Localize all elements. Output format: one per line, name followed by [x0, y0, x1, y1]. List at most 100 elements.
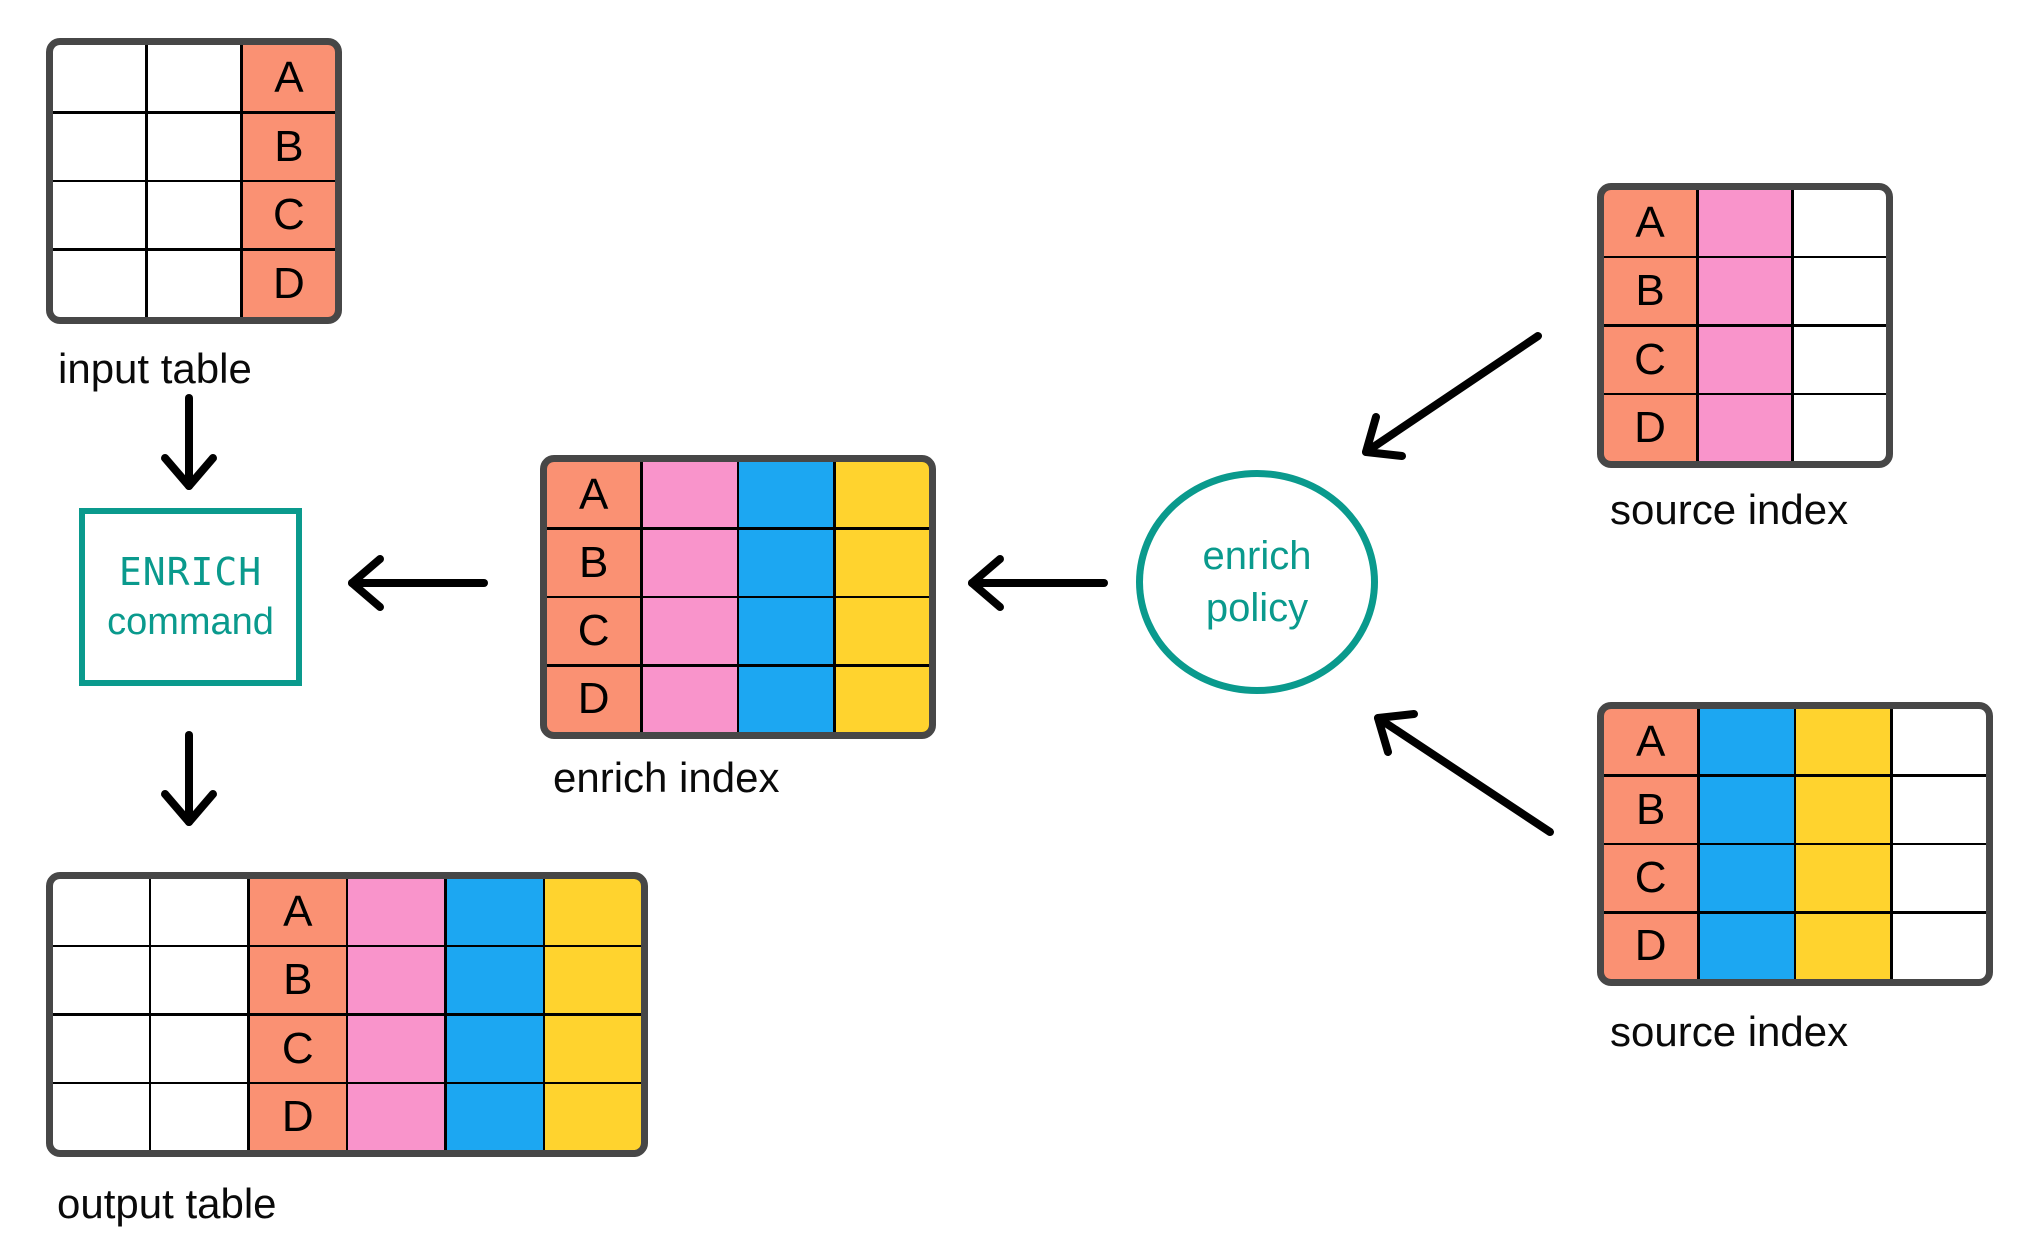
input-table-label: input table [58, 345, 252, 392]
table-cell [147, 45, 241, 111]
table-cell [147, 182, 241, 249]
row-key-cell: B [1604, 258, 1697, 325]
arrow-enrich-command-to-output-table [161, 731, 217, 826]
table-cell [147, 251, 241, 317]
table-cell [835, 530, 929, 596]
row-key-cell: C [1604, 326, 1697, 393]
row-key-cell: B [249, 947, 346, 1014]
table-cell [53, 182, 146, 249]
row-key-cell: C [242, 182, 335, 249]
table-cell [1796, 709, 1890, 775]
table-cell [348, 879, 445, 945]
row-key-cell: C [1604, 845, 1698, 911]
arrow-enrich-index-to-enrich-command [348, 555, 488, 611]
table-cell [1796, 777, 1890, 843]
table-cell [446, 879, 543, 945]
enrich-command-node: ENRICH command [79, 508, 302, 686]
enrich-policy-node: enrich policy [1136, 470, 1378, 694]
table-cell [1892, 845, 1986, 911]
enrich-command-keyword: ENRICH [118, 550, 263, 594]
table-cell [835, 598, 929, 664]
table-cell [643, 666, 737, 732]
table-cell [151, 879, 248, 945]
table-cell [53, 251, 146, 317]
table-cell [643, 530, 737, 596]
table-cell [53, 1015, 149, 1082]
row-key-cell: B [547, 530, 641, 596]
table-cell [739, 462, 833, 528]
table-cell [53, 113, 146, 180]
table-cell [348, 947, 445, 1014]
table-cell [545, 947, 641, 1014]
table-cell [151, 947, 248, 1014]
table-cell [1700, 777, 1794, 843]
source-index-top-label: source index [1610, 486, 1849, 533]
table-cell [53, 879, 149, 945]
table-cell [53, 1084, 149, 1150]
table-cell [53, 947, 149, 1014]
table-cell [739, 530, 833, 596]
arrow-source-index-bottom-to-enrich-policy [1374, 710, 1554, 836]
table-cell [1698, 326, 1792, 393]
arrow-source-index-top-to-enrich-policy [1362, 332, 1542, 460]
table-cell [1793, 395, 1886, 461]
table-cell [1892, 913, 1986, 979]
row-key-cell: A [1604, 709, 1698, 775]
table-cell [1793, 326, 1886, 393]
table-cell [53, 45, 146, 111]
table-cell [147, 113, 241, 180]
table-cell [545, 1015, 641, 1082]
row-key-cell: B [242, 113, 335, 180]
table-cell [1698, 190, 1792, 256]
table-cell [348, 1015, 445, 1082]
row-key-cell: D [249, 1084, 346, 1150]
row-key-cell: D [242, 251, 335, 317]
row-key-cell: C [249, 1015, 346, 1082]
table-cell [1700, 913, 1794, 979]
table-cell [1698, 258, 1792, 325]
enrich-index-label: enrich index [553, 754, 780, 801]
row-key-cell: B [1604, 777, 1698, 843]
table-cell [835, 462, 929, 528]
row-key-cell: D [1604, 913, 1698, 979]
source-index-bottom-label: source index [1610, 1008, 1849, 1055]
table-cell [446, 947, 543, 1014]
table-cell [643, 462, 737, 528]
table-cell [151, 1084, 248, 1150]
row-key-cell: D [1604, 395, 1697, 461]
table-cell [1793, 258, 1886, 325]
table-cell [348, 1084, 445, 1150]
enrich-policy-word2: policy [1205, 586, 1309, 630]
row-key-cell: D [547, 666, 641, 732]
table-cell [446, 1015, 543, 1082]
table-cell [545, 879, 641, 945]
table-cell [1793, 190, 1886, 256]
row-key-cell: A [242, 45, 335, 111]
table-cell [643, 598, 737, 664]
output-table-label: output table [57, 1180, 277, 1227]
row-key-cell: A [1604, 190, 1697, 256]
table-cell [1796, 913, 1890, 979]
row-key-cell: C [547, 598, 641, 664]
arrow-input-table-to-enrich-command [161, 394, 217, 490]
table-cell [1698, 395, 1792, 461]
row-key-cell: A [547, 462, 641, 528]
table-cell [1892, 709, 1986, 775]
table-cell [1700, 845, 1794, 911]
table-cell [151, 1015, 248, 1082]
table-cell [545, 1084, 641, 1150]
table-cell [1892, 777, 1986, 843]
table-cell [739, 598, 833, 664]
enrich-command-word: command [107, 601, 274, 643]
table-cell [446, 1084, 543, 1150]
table-cell [739, 666, 833, 732]
table-cell [1700, 709, 1794, 775]
arrow-enrich-policy-to-enrich-index [968, 555, 1108, 611]
enrich-policy-word1: enrich [1202, 534, 1312, 578]
